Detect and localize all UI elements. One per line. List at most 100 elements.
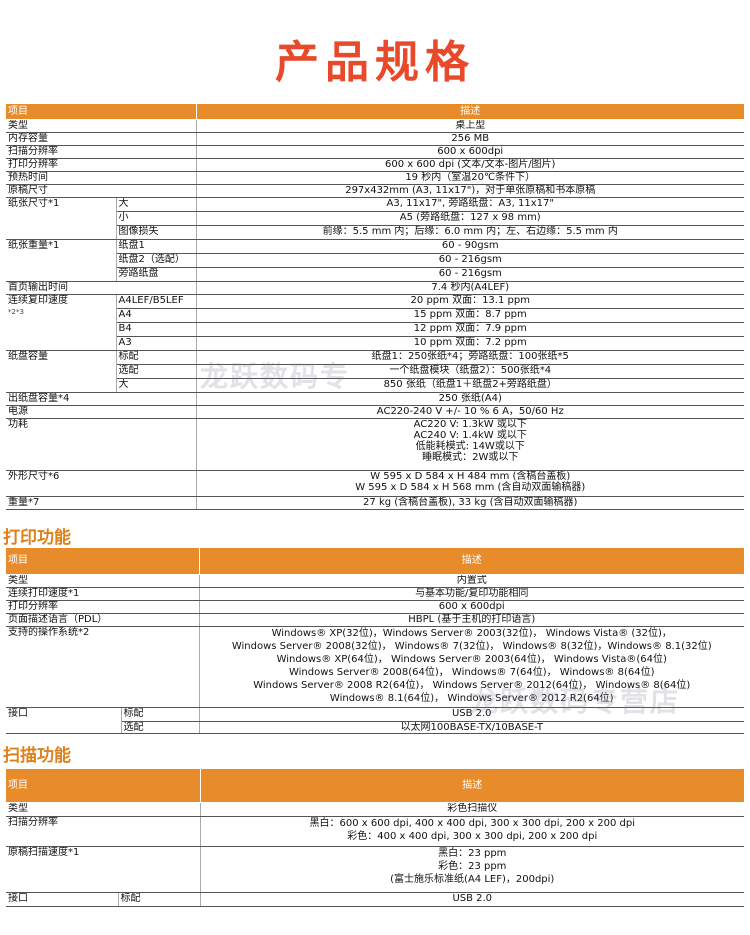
row-label: 首页输出时间 <box>6 281 197 295</box>
table-header: 项目 描述 <box>6 104 744 120</box>
row-value: 前缘：5.5 mm 内；后缘：6.0 mm 内；左、右边缘：5.5 mm 内 <box>196 225 744 240</box>
row-value: 60 - 216gsm <box>196 253 744 268</box>
row-label: 原稿尺寸 <box>6 184 197 198</box>
value-line: W 595 x D 584 x H 568 mm (含自动双面输稿器) <box>355 481 586 493</box>
table-row: 打印分辨率 600 x 600 dpi (文本/文本-图片/图片) <box>6 158 744 172</box>
row-value: 10 ppm 双面：7.2 ppm <box>196 336 744 351</box>
row-label: 支持的操作系统*2 <box>6 626 200 708</box>
table-row: 原稿扫描速度*1 黑白：23 ppm 彩色：23 ppm (富士施乐标准纸(A4… <box>6 846 744 893</box>
row-value: 以太网100BASE-TX/10BASE-T <box>199 721 744 734</box>
row-sublabel: 选配 <box>121 721 200 734</box>
row-value: 内置式 <box>199 574 744 588</box>
table-row: 纸张尺寸*1 大 A3, 11x17", 旁路纸盘：A3, 11x17" <box>6 197 744 240</box>
table-row: 纸盘容量 标配 纸盘1：250张纸*4；旁路纸盘：100张纸*5 <box>6 350 744 393</box>
scan-spec-table: 项目 描述 类型 彩色扫描仪 扫描分辨率 黑白：600 x 600 dpi, 4… <box>6 769 744 907</box>
value-line: Windows Server® 2008 R2(64位)， Windows Se… <box>253 679 691 691</box>
row-sublabel: 图像损失 <box>116 225 197 240</box>
value-line: (富士施乐标准纸(A4 LEF)，200dpi) <box>390 873 555 885</box>
value-line: W 595 x D 584 x H 484 mm (含稿台盖板) <box>370 470 571 482</box>
row-value: 19 秒内（室温20℃条件下） <box>196 171 744 185</box>
row-value: Windows® XP(32位)，Windows Server® 2003(32… <box>199 626 744 708</box>
row-value: 一个纸盘模块（纸盘2）：500张纸*4 <box>196 364 744 379</box>
value-line: 黑白：600 x 600 dpi, 400 x 400 dpi, 300 x 3… <box>309 817 635 829</box>
table-row: 支持的操作系统*2 Windows® XP(32位)，Windows Serve… <box>6 626 744 708</box>
row-label: 外形尺寸*6 <box>6 470 197 497</box>
row-label: 预热时间 <box>6 171 197 185</box>
table-row: 打印分辨率 600 x 600dpi <box>6 600 744 614</box>
row-value: 60 - 90gsm <box>196 239 744 254</box>
table-row: 大 850 张纸（纸盘1＋纸盘2+旁路纸盘） <box>6 378 744 393</box>
header-item: 项目 <box>6 769 201 803</box>
scan-section-title: 扫描功能 <box>3 746 71 766</box>
table-row: 接口 标配 USB 2.0 <box>6 892 744 907</box>
row-sublabel: 纸盘1 <box>116 239 197 254</box>
row-label: 电源 <box>6 405 197 419</box>
row-label: 纸张尺寸*1 <box>6 197 117 240</box>
table-row: 首页输出时间 7.4 秒内(A4LEF) <box>6 281 744 295</box>
row-sublabel: A4 <box>116 308 197 323</box>
row-label: 重量*7 <box>6 496 197 510</box>
row-label: 原稿扫描速度*1 <box>6 846 201 893</box>
row-sublabel: 大 <box>116 197 197 212</box>
header-desc: 描述 <box>199 548 744 575</box>
table-row: 原稿尺寸 297x432mm (A3, 11x17")，对于单张原稿和书本原稿 <box>6 184 744 198</box>
row-value: 60 - 216gsm <box>196 267 744 282</box>
table-row: 连续打印速度*1 与基本功能/复印功能相同 <box>6 587 744 601</box>
row-sublabel: 标配 <box>121 707 200 722</box>
table-row: A4 15 ppm 双面：8.7 ppm <box>6 308 744 323</box>
row-value: USB 2.0 <box>200 892 744 907</box>
value-line: Windows® 8.1(64位)， Windows Server® 2012 … <box>329 692 614 704</box>
row-label: 出纸盘容量*4 <box>6 392 197 406</box>
row-label: 纸盘容量 <box>6 350 117 393</box>
row-label: 打印分辨率 <box>6 600 200 614</box>
row-value: 250 张纸(A4) <box>196 392 744 406</box>
row-label: 扫描分辨率 <box>6 145 197 159</box>
row-sublabel: 旁路纸盘 <box>116 267 197 282</box>
row-value: 850 张纸（纸盘1＋纸盘2+旁路纸盘） <box>196 378 744 393</box>
table-row: 小 A5 (旁路纸盘：127 x 98 mm) <box>6 211 744 226</box>
table-row: 类型 内置式 <box>6 574 744 588</box>
header-desc: 描述 <box>196 104 744 120</box>
row-value: USB 2.0 <box>199 707 744 722</box>
table-row: 图像损失 前缘：5.5 mm 内；后缘：6.0 mm 内；左、右边缘：5.5 m… <box>6 225 744 240</box>
row-value: 黑白：600 x 600 dpi, 400 x 400 dpi, 300 x 3… <box>200 816 744 847</box>
table-header: 项目 描述 <box>6 548 744 575</box>
speed-note: *2*3 <box>8 307 24 316</box>
header-item: 项目 <box>6 104 197 120</box>
value-line: 黑白：23 ppm <box>438 847 507 859</box>
print-section-title: 打印功能 <box>3 528 71 548</box>
row-label: 类型 <box>6 802 201 817</box>
row-value: W 595 x D 584 x H 484 mm (含稿台盖板) W 595 x… <box>196 470 744 497</box>
value-line: AC220 V: 1.3kW 或以下 <box>413 418 527 430</box>
table-row: 连续复印速度*2*3 A4LEF/B5LEF 20 ppm 双面：13.1 pp… <box>6 294 744 351</box>
value-line: 睡眠模式：2W或以下 <box>422 451 519 463</box>
row-value: 20 ppm 双面：13.1 ppm <box>196 294 744 309</box>
row-value: HBPL (基于主机的打印语言) <box>199 613 744 627</box>
table-row: B4 12 ppm 双面：7.9 ppm <box>6 322 744 337</box>
row-value: 12 ppm 双面：7.9 ppm <box>196 322 744 337</box>
value-line: 彩色：23 ppm <box>438 860 507 872</box>
table-row: 纸盘2（选配） 60 - 216gsm <box>6 253 744 268</box>
row-label: 功耗 <box>6 418 197 471</box>
row-sublabel: 选配 <box>116 364 197 379</box>
row-sublabel: 纸盘2（选配） <box>116 253 197 268</box>
table-row: 功耗 AC220 V: 1.3kW 或以下 AC240 V: 1.4kW 或以下… <box>6 418 744 471</box>
row-value: 256 MB <box>196 132 744 146</box>
row-value: 桌上型 <box>196 119 744 133</box>
table-row: 预热时间 19 秒内（室温20℃条件下） <box>6 171 744 185</box>
value-line: 彩色：400 x 400 dpi, 300 x 300 dpi, 200 x 2… <box>347 830 598 842</box>
row-value: A5 (旁路纸盘：127 x 98 mm) <box>196 211 744 226</box>
table-row: 纸张重量*1 纸盘1 60 - 90gsm <box>6 239 744 282</box>
table-header: 项目 描述 <box>6 769 744 803</box>
row-value: 15 ppm 双面：8.7 ppm <box>196 308 744 323</box>
row-sublabel: A4LEF/B5LEF <box>116 294 197 309</box>
header-desc: 描述 <box>200 769 744 803</box>
table-row: 页面描述语言（PDL） HBPL (基于主机的打印语言) <box>6 613 744 627</box>
table-row: 类型 桌上型 <box>6 119 744 133</box>
value-line: Windows Server® 2008(32位)， Windows® 7(32… <box>231 640 712 652</box>
row-label: 内存容量 <box>6 132 197 146</box>
row-value: 黑白：23 ppm 彩色：23 ppm (富士施乐标准纸(A4 LEF)，200… <box>200 846 744 893</box>
table-row: 选配 一个纸盘模块（纸盘2）：500张纸*4 <box>6 364 744 379</box>
row-value: 600 x 600dpi <box>199 600 744 614</box>
row-sublabel: 小 <box>116 211 197 226</box>
